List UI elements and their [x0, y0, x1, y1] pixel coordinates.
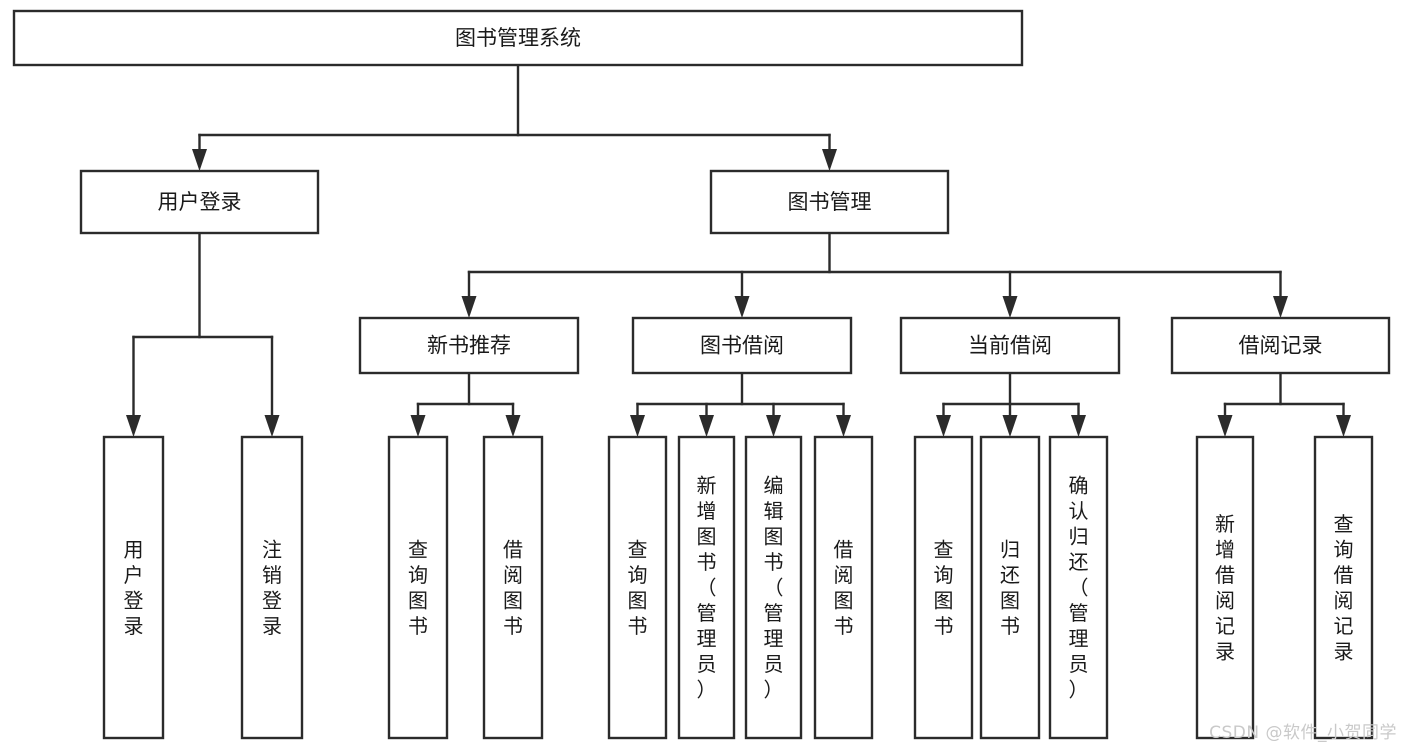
node-current_borrow[interactable]: 当前借阅	[899, 316, 1121, 375]
node-user_login[interactable]: 用户登录	[79, 169, 320, 235]
node-box-new_book_rec[interactable]	[358, 316, 580, 375]
arrow-head-icon	[699, 415, 714, 437]
node-box-leaf_query_record[interactable]	[1313, 435, 1374, 740]
node-label-leaf_query_book_1: 查询图书	[408, 537, 428, 638]
node-label-new_book_rec: 新书推荐	[427, 334, 511, 358]
arrow-head-icon	[822, 149, 837, 171]
node-borrow_record[interactable]: 借阅记录	[1170, 316, 1391, 375]
arrow-head-icon	[936, 415, 951, 437]
node-label-root: 图书管理系统	[455, 26, 581, 50]
nodes-layer: 图书管理系统用户登录图书管理新书推荐图书借阅当前借阅借阅记录用户登录注销登录查询…	[12, 9, 1391, 740]
node-leaf_query_book_2[interactable]: 查询图书	[607, 435, 668, 740]
node-label-book_manage: 图书管理	[788, 190, 872, 214]
arrow-head-icon	[126, 415, 141, 437]
node-leaf_add_book[interactable]: 新增图书（管理员）	[677, 435, 736, 740]
arrow-head-icon	[734, 296, 750, 318]
node-label-leaf_logout: 注销登录	[262, 537, 282, 638]
arrow-head-icon	[836, 415, 851, 437]
node-label-book_borrow: 图书借阅	[700, 334, 784, 358]
node-label-leaf_query_record: 查询借阅记录	[1334, 512, 1354, 664]
node-leaf_borrow_book_2[interactable]: 借阅图书	[813, 435, 874, 740]
node-leaf_add_record[interactable]: 新增借阅记录	[1195, 435, 1255, 740]
node-label-leaf_borrow_book_2: 借阅图书	[834, 537, 854, 638]
arrow-head-icon	[1071, 415, 1086, 437]
node-box-user_login[interactable]	[79, 169, 320, 235]
node-box-leaf_logout[interactable]	[240, 435, 304, 740]
node-box-leaf_query_book_2[interactable]	[607, 435, 668, 740]
arrow-head-icon	[766, 415, 781, 437]
node-label-leaf_user_login: 用户登录	[124, 537, 144, 638]
node-label-leaf_add_book: 新增图书（管理员）	[697, 474, 717, 702]
node-label-leaf_borrow_book_1: 借阅图书	[503, 537, 523, 638]
edges-layer	[126, 63, 1351, 437]
node-box-borrow_record[interactable]	[1170, 316, 1391, 375]
node-book_manage[interactable]: 图书管理	[709, 169, 950, 235]
node-label-borrow_record: 借阅记录	[1239, 334, 1323, 358]
arrow-head-icon	[1273, 296, 1288, 318]
node-label-leaf_query_book_2: 查询图书	[628, 537, 648, 638]
node-root[interactable]: 图书管理系统	[12, 9, 1024, 67]
node-box-book_manage[interactable]	[709, 169, 950, 235]
node-label-leaf_add_record: 新增借阅记录	[1215, 512, 1235, 664]
node-leaf_user_login[interactable]: 用户登录	[102, 435, 165, 740]
node-box-leaf_add_book[interactable]	[677, 435, 736, 740]
node-box-leaf_user_login[interactable]	[102, 435, 165, 740]
node-book_borrow[interactable]: 图书借阅	[631, 316, 853, 375]
node-label-leaf_query_book_3: 查询图书	[934, 537, 954, 638]
arrow-head-icon	[630, 415, 645, 437]
arrow-head-icon	[461, 296, 477, 318]
arrow-head-icon	[1217, 415, 1233, 437]
node-box-leaf_return_book[interactable]	[979, 435, 1041, 740]
node-leaf_confirm_return[interactable]: 确认归还（管理员）	[1048, 435, 1109, 740]
arrow-head-icon	[1336, 415, 1351, 437]
arrow-head-icon	[410, 415, 426, 437]
node-leaf_borrow_book_1[interactable]: 借阅图书	[482, 435, 544, 740]
watermark-label: CSDN @软件_小贺同学	[1209, 723, 1397, 743]
node-leaf_edit_book[interactable]: 编辑图书（管理员）	[744, 435, 803, 740]
node-leaf_logout[interactable]: 注销登录	[240, 435, 304, 740]
node-label-current_borrow: 当前借阅	[968, 334, 1052, 358]
arrow-head-icon	[1002, 296, 1018, 318]
node-box-current_borrow[interactable]	[899, 316, 1121, 375]
node-box-root[interactable]	[12, 9, 1024, 67]
arrow-head-icon	[505, 415, 521, 437]
node-label-leaf_edit_book: 编辑图书（管理员）	[764, 474, 784, 702]
node-box-leaf_borrow_book_1[interactable]	[482, 435, 544, 740]
node-label-user_login: 用户登录	[158, 190, 242, 214]
node-box-leaf_confirm_return[interactable]	[1048, 435, 1109, 740]
arrow-head-icon	[192, 149, 207, 171]
node-leaf_query_book_3[interactable]: 查询图书	[913, 435, 974, 740]
node-label-leaf_confirm_return: 确认归还（管理员）	[1069, 474, 1089, 702]
node-leaf_query_record[interactable]: 查询借阅记录	[1313, 435, 1374, 740]
node-leaf_return_book[interactable]: 归还图书	[979, 435, 1041, 740]
node-leaf_query_book_1[interactable]: 查询图书	[387, 435, 449, 740]
node-box-leaf_add_record[interactable]	[1195, 435, 1255, 740]
arrow-head-icon	[1002, 415, 1018, 437]
node-box-leaf_borrow_book_2[interactable]	[813, 435, 874, 740]
node-box-leaf_query_book_3[interactable]	[913, 435, 974, 740]
node-box-leaf_edit_book[interactable]	[744, 435, 803, 740]
node-label-leaf_return_book: 归还图书	[1000, 537, 1020, 638]
arrow-head-icon	[264, 415, 280, 437]
node-new_book_rec[interactable]: 新书推荐	[358, 316, 580, 375]
node-box-leaf_query_book_1[interactable]	[387, 435, 449, 740]
node-box-book_borrow[interactable]	[631, 316, 853, 375]
